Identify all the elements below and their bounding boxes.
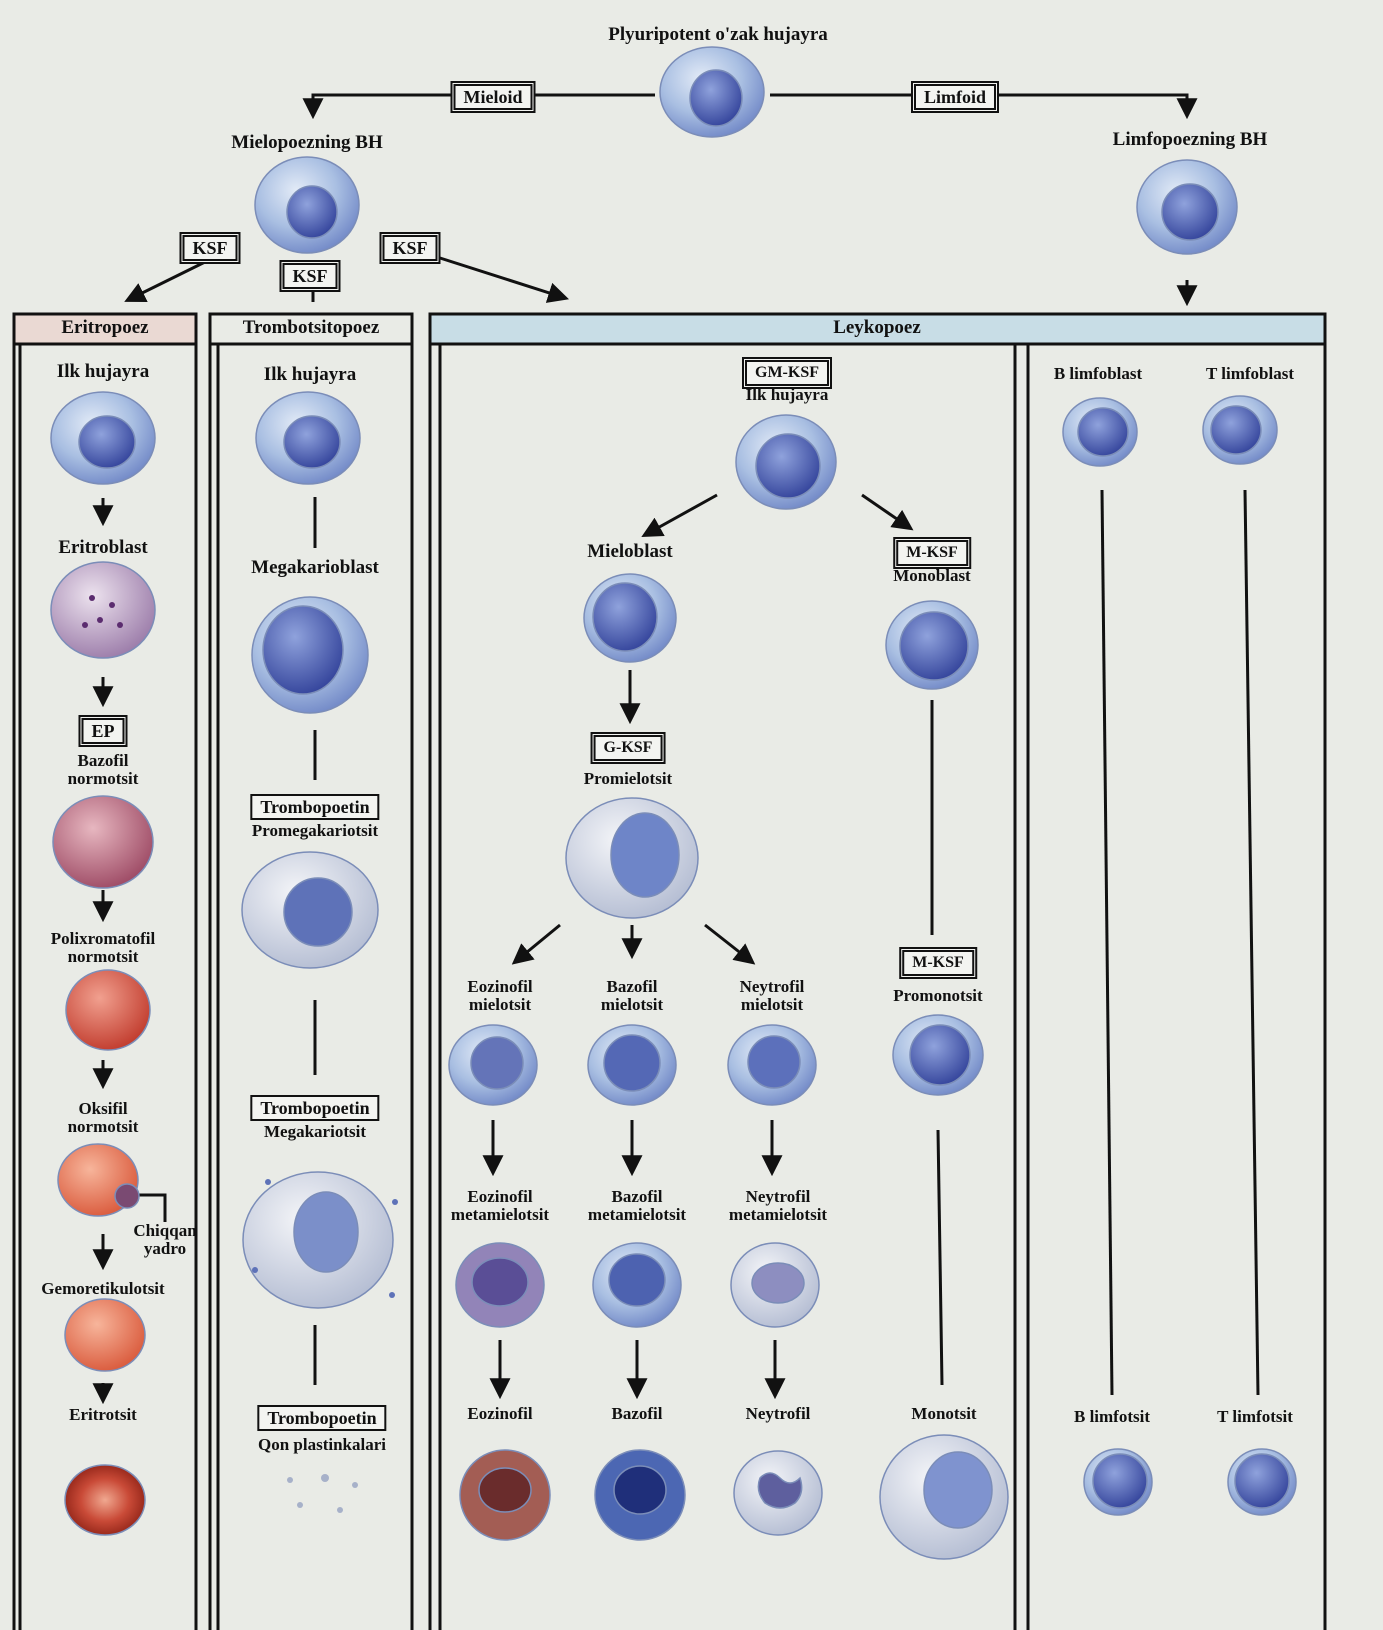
cell-pluripotent: [659, 46, 765, 138]
monoblast-label: Monoblast: [893, 566, 971, 585]
trombopoetin-box-2: Trombopoetin: [250, 1095, 380, 1121]
panel-trombotsitopoez: [208, 312, 414, 1630]
t-limfoblast-label: T limfoblast: [1205, 364, 1295, 383]
eritroblast-label: Eritroblast: [58, 537, 148, 558]
eozinofil-label: Eozinofil: [467, 1404, 533, 1423]
b-limfoblast-label: B limfoblast: [1053, 364, 1143, 383]
promegakariotsit-label: Promegakariotsit: [251, 821, 379, 840]
eritrotsit-label: Eritrotsit: [69, 1405, 137, 1424]
cell-t-limfoblast: [1202, 395, 1278, 465]
t-limfotsit-label: T limfotsit: [1217, 1407, 1293, 1426]
cell-megakariotsit: [242, 1171, 398, 1309]
m-ksf-box-2: M-KSF: [902, 950, 974, 976]
chiqqan-yadro-label: Chiqqan yadro: [133, 1221, 197, 1258]
line-root-left: [302, 93, 655, 120]
panel-title-leykopoez: Leykopoez: [833, 317, 921, 338]
promonotsit-label: Promonotsit: [893, 986, 983, 1005]
neytrofil-label: Neytrofil: [745, 1404, 811, 1423]
ksf-right: KSF: [382, 235, 438, 261]
bazofil-label: Bazofil: [611, 1404, 663, 1423]
ep-box: EP: [81, 718, 125, 744]
cell-myelo-progenitor: [254, 156, 360, 254]
m-ksf-box-1: M-KSF: [896, 540, 968, 566]
cell-monotsit: [879, 1434, 1009, 1560]
lympho-progenitor-label: Limfopoezning BH: [1112, 129, 1268, 150]
cell-eoz-mielotsit: [448, 1024, 538, 1106]
cell-platelets: [287, 1474, 358, 1513]
cell-lympho-progenitor: [1136, 159, 1238, 255]
cell-leyko-ilk: [735, 414, 837, 510]
g-ksf-box: G-KSF: [593, 735, 663, 761]
mieloblast-label: Mieloblast: [587, 541, 673, 562]
promielotsit-label: Promielotsit: [583, 769, 673, 788]
cell-polixromatofil-normotsit: [65, 969, 151, 1051]
eritro-ilk-label: Ilk hujayra: [56, 361, 150, 382]
root-label: Plyuripotent o'zak hujayra: [608, 24, 828, 45]
trombopoetin-box-1: Trombopoetin: [250, 794, 380, 820]
trombopoetin-box-3: Trombopoetin: [257, 1405, 387, 1431]
polixromatofil-label: Polixromatofil normotsit: [50, 929, 156, 966]
arrow-to-eritro: [124, 260, 206, 302]
megakarioblast-label: Megakarioblast: [251, 557, 379, 578]
cell-eritroblast: [50, 561, 156, 659]
cell-eoz-metamielotsit: [455, 1242, 545, 1328]
leyko-ilk-label: Ilk hujayra: [745, 385, 829, 404]
ney-mielotsit-label: Neytrofil mielotsit: [739, 977, 805, 1014]
cell-eritrotsit: [64, 1464, 146, 1536]
cell-baz-metamielotsit: [592, 1242, 682, 1328]
cell-ney-metamielotsit: [730, 1242, 820, 1328]
arrow-to-leyko: [439, 256, 570, 303]
qon-plastinkalari-label: Qon plastinkalari: [257, 1435, 387, 1454]
ney-metamielotsit-label: Neytrofil metamielotsit: [728, 1187, 828, 1224]
cell-baz-mielotsit: [587, 1024, 677, 1106]
eoz-metamielotsit-label: Eozinofil metamielotsit: [450, 1187, 550, 1224]
ksf-left: KSF: [182, 235, 238, 261]
panel-title-trombotsitopoez: Trombotsitopoez: [242, 317, 380, 338]
cell-t-limfotsit: [1227, 1448, 1297, 1516]
cell-ney-mielotsit: [727, 1024, 817, 1106]
branch-mieloid: Mieloid: [453, 84, 533, 110]
retikulotsit-label: Gemoretikulotsit: [41, 1279, 165, 1298]
panel-title-eritropoez: Eritropoez: [61, 317, 149, 338]
baz-mielotsit-label: Bazofil mielotsit: [600, 977, 664, 1014]
cell-neytrofil: [733, 1450, 823, 1536]
cell-monoblast: [885, 600, 979, 690]
cell-bazofil: [594, 1449, 686, 1541]
gm-ksf-box: GM-KSF: [745, 360, 829, 386]
cell-trombo-ilk: [255, 391, 361, 485]
cell-retikulotsit: [64, 1298, 146, 1372]
cell-megakarioblast: [251, 596, 369, 714]
baz-metamielotsit-label: Bazofil metamielotsit: [587, 1187, 687, 1224]
branch-limfoid: Limfoid: [913, 84, 997, 110]
eoz-mielotsit-label: Eozinofil mielotsit: [467, 977, 533, 1014]
oksifil-label: Oksifil normotsit: [67, 1099, 139, 1136]
cell-eozinofil: [459, 1449, 551, 1541]
cell-promonotsit: [892, 1014, 984, 1096]
cell-promegakariotsit: [241, 851, 379, 969]
cell-promielotsit: [565, 797, 699, 919]
panel-leykopoez: [428, 312, 1327, 1630]
myelo-progenitor-label: Mielopoezning BH: [231, 132, 383, 153]
cell-eritro-ilk: [50, 391, 156, 485]
cell-oksifil-normotsit: [57, 1143, 140, 1217]
bazofil-normotsit-label: Bazofil normotsit: [67, 751, 139, 788]
trombo-ilk-label: Ilk hujayra: [263, 364, 357, 385]
cell-b-limfoblast: [1062, 397, 1138, 467]
cell-bazofil-normotsit: [52, 795, 154, 889]
cell-mieloblast: [583, 573, 677, 663]
cell-b-limfotsit: [1083, 1448, 1153, 1516]
line-root-right: [770, 93, 1198, 120]
ksf-middle: KSF: [282, 263, 338, 289]
megakariotsit-label: Megakariotsit: [264, 1122, 366, 1141]
b-limfotsit-label: B limfotsit: [1073, 1407, 1151, 1426]
monotsit-label: Monotsit: [911, 1404, 977, 1423]
